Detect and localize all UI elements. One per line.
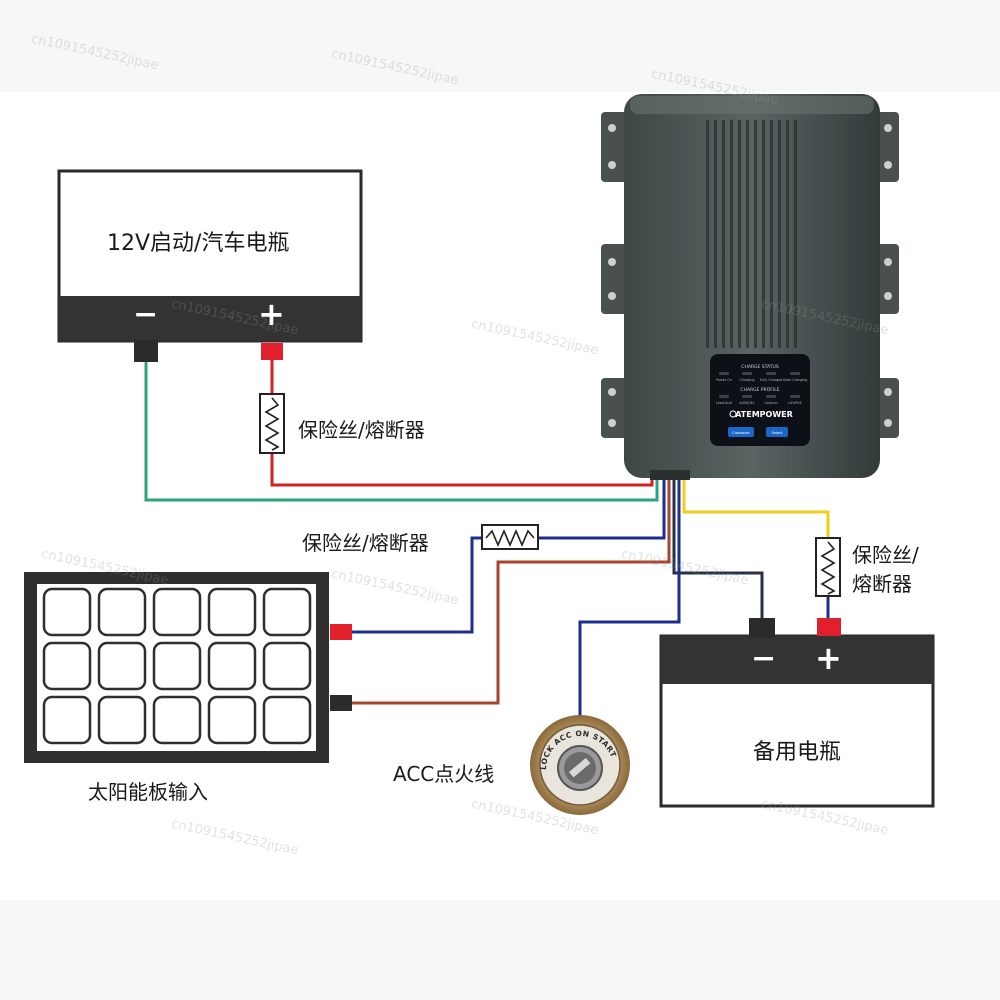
charge-status-title: CHARGE STATUS bbox=[741, 364, 779, 370]
starter-negative-terminal bbox=[134, 340, 158, 362]
solar-cell bbox=[207, 641, 257, 691]
wire-dark-backup-negative bbox=[672, 478, 764, 620]
starter-fuse-label: 保险丝/熔断器 bbox=[298, 418, 425, 442]
backup-negative-terminal bbox=[749, 618, 775, 638]
select-button[interactable] bbox=[766, 427, 788, 437]
profile-lead-acid: Lead-Acid bbox=[716, 401, 732, 405]
solar-cell bbox=[152, 695, 202, 745]
starter-positive-terminal bbox=[261, 343, 283, 360]
wire-yellow-backup-positive bbox=[682, 478, 830, 538]
acc-ignition-label: ACC点火线 bbox=[393, 762, 495, 786]
starter-fuse bbox=[259, 393, 285, 454]
starter-positive-symbol: + bbox=[258, 295, 285, 333]
profile-calcium: Calcium bbox=[764, 401, 777, 405]
solar-panel-label: 太阳能板输入 bbox=[88, 780, 208, 804]
backup-fuse bbox=[815, 537, 841, 597]
status-fully-charged: Fully Charged bbox=[760, 378, 783, 382]
solar-cell bbox=[152, 641, 202, 691]
wire-green-starter-negative bbox=[144, 360, 659, 502]
crossover-button[interactable] bbox=[728, 427, 754, 437]
dc-dc-charger: CHARGE STATUS Power On Charging Fully Ch… bbox=[601, 94, 899, 480]
solar-cell bbox=[152, 587, 202, 637]
status-leds bbox=[719, 372, 800, 375]
status-power-on: Power On bbox=[716, 378, 732, 382]
backup-negative-symbol: − bbox=[751, 641, 777, 676]
ignition-switch[interactable]: LOCK ACC ON START bbox=[530, 715, 630, 815]
starter-battery-label: 12V启动/汽车电瓶 bbox=[107, 231, 290, 256]
brand-logo-icon bbox=[729, 410, 737, 418]
profile-agm-gel: AGM/GEL bbox=[739, 401, 754, 405]
wire-blue-acc bbox=[578, 478, 681, 722]
backup-battery-label: 备用电瓶 bbox=[753, 740, 842, 765]
solar-cell bbox=[97, 641, 147, 691]
solar-negative-terminal bbox=[330, 695, 352, 711]
wire-brown-solar-negative bbox=[352, 478, 671, 705]
crossover-button-label: Crossover bbox=[732, 431, 750, 435]
wires bbox=[144, 360, 830, 722]
backup-positive-symbol: + bbox=[815, 639, 842, 677]
solar-cell bbox=[262, 587, 312, 637]
solar-panel bbox=[24, 572, 352, 763]
charge-profile-title: CHARGE PROFILE bbox=[740, 387, 779, 393]
profile-lifepo4: LiFePO4 bbox=[788, 401, 801, 405]
solar-positive-terminal bbox=[330, 624, 352, 640]
solar-fuse bbox=[481, 524, 539, 550]
backup-fuse-label-line2: 熔断器 bbox=[852, 572, 912, 596]
starter-negative-symbol: − bbox=[133, 297, 159, 332]
bottom-margin bbox=[0, 900, 1000, 1000]
profile-leds bbox=[719, 395, 800, 398]
wire-red-starter-positive-to-charger bbox=[270, 453, 654, 487]
solar-cell bbox=[42, 695, 92, 745]
status-charging: Charging bbox=[740, 378, 755, 382]
select-button-label: Select bbox=[771, 431, 783, 435]
solar-cell bbox=[97, 695, 147, 745]
solar-fuse-label: 保险丝/熔断器 bbox=[302, 531, 429, 555]
charger-brand: ATEMPOWER bbox=[735, 410, 793, 419]
backup-positive-terminal bbox=[817, 618, 841, 636]
status-solar-charging: Solar Charging bbox=[783, 378, 807, 382]
top-margin bbox=[0, 0, 1000, 92]
solar-cell bbox=[42, 587, 92, 637]
wire-blue-solar-positive bbox=[352, 536, 482, 634]
starter-battery bbox=[57, 169, 363, 362]
solar-cell bbox=[262, 641, 312, 691]
backup-battery bbox=[659, 618, 935, 808]
solar-cell bbox=[207, 587, 257, 637]
solar-cell bbox=[42, 641, 92, 691]
solar-cell bbox=[97, 587, 147, 637]
solar-cell bbox=[262, 695, 312, 745]
solar-cell bbox=[207, 695, 257, 745]
wire-blue-solar-to-charger bbox=[538, 478, 666, 540]
backup-fuse-label-line1: 保险丝/ bbox=[852, 543, 919, 567]
